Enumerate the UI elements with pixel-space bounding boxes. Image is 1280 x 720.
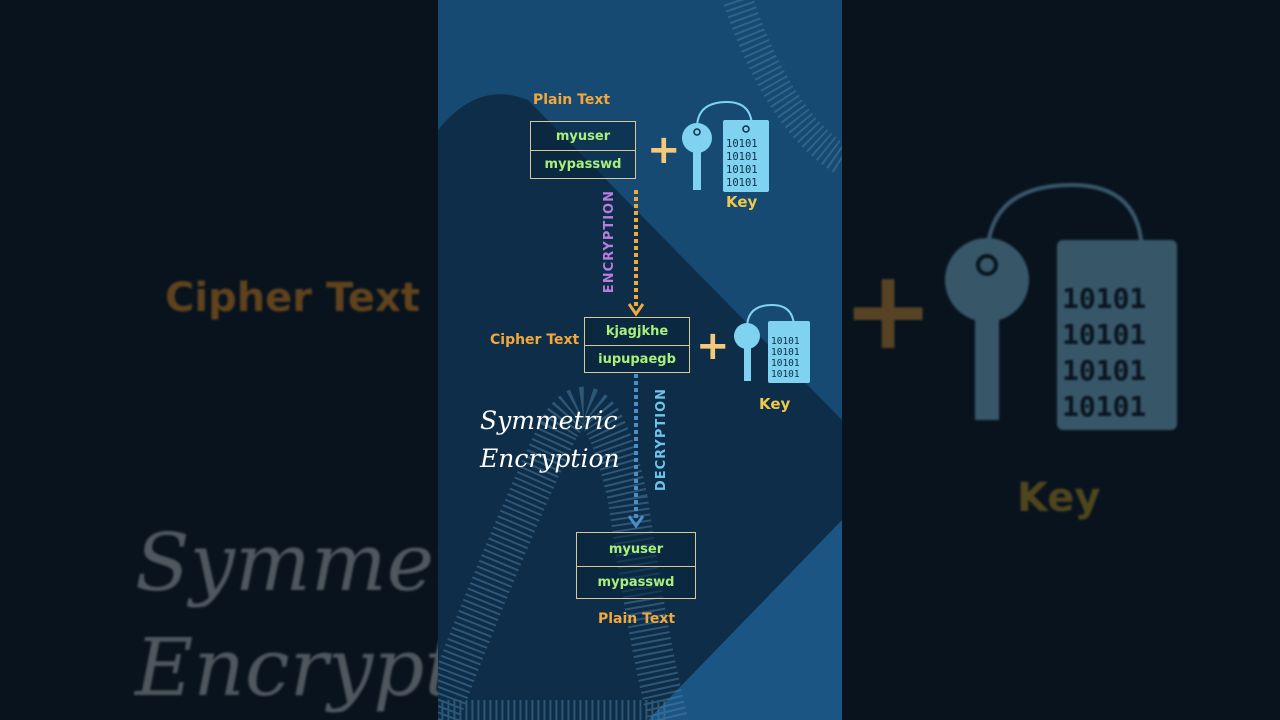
decrypted-password-cell: mypasswd xyxy=(577,565,695,599)
key-bits: 10101 xyxy=(726,138,758,150)
cipher-row-1: kjagjkhe xyxy=(605,324,669,339)
decryption-arrow xyxy=(628,374,644,529)
encryption-label: ENCRYPTION xyxy=(602,190,617,294)
title-line2: Encryption xyxy=(480,444,620,473)
key-label-bottom: Key xyxy=(759,395,791,413)
cipher-text-label: Cipher Text xyxy=(490,332,580,348)
svg-text:10101: 10101 xyxy=(771,369,800,380)
bottom-plain-text-box: myuser mypasswd xyxy=(576,532,696,599)
encryption-arrow xyxy=(628,190,644,317)
svg-text:10101: 10101 xyxy=(771,347,800,358)
svg-text:10101: 10101 xyxy=(726,151,758,163)
ghost-key-icon: 10101 10101 10101 10101 xyxy=(945,182,1177,430)
cipher-text-box: kjagjkhe iupupaegb xyxy=(584,317,690,373)
svg-text:10101: 10101 xyxy=(1062,390,1146,423)
plus-icon: + xyxy=(647,127,681,173)
username-cell: myuser xyxy=(555,128,611,144)
ghost-title-line2: Encryption xyxy=(135,621,438,714)
svg-text:10101: 10101 xyxy=(1062,318,1146,351)
key-icon-2: 10101 10101 10101 10101 xyxy=(734,303,810,383)
background-shapes xyxy=(438,0,842,720)
title-line1: Symmetric xyxy=(480,406,618,435)
svg-text:10101: 10101 xyxy=(1062,354,1146,387)
svg-text:10101: 10101 xyxy=(726,164,758,176)
decryption-label: DECRYPTION xyxy=(654,388,669,492)
bottom-plain-text-label: Plain Text xyxy=(598,611,676,627)
key-icon: 10101 10101 10101 10101 xyxy=(682,100,769,192)
blurred-background-right: + 10101 10101 10101 10101 Key xyxy=(842,0,1280,720)
top-plain-text-label: Plain Text xyxy=(533,92,611,108)
ghost-key-label: Key xyxy=(1017,475,1101,521)
ghost-plus-icon: + xyxy=(842,246,935,374)
svg-text:10101: 10101 xyxy=(726,177,758,189)
title: Symmetric Encryption xyxy=(480,402,620,478)
svg-text:10101: 10101 xyxy=(771,336,800,347)
key-label-top: Key xyxy=(726,193,758,211)
password-cell: mypasswd xyxy=(531,150,635,178)
svg-text:10101: 10101 xyxy=(771,358,800,369)
cipher-row-2: iupupaegb xyxy=(585,345,689,372)
ghost-title-line1: Symmetric xyxy=(135,516,438,609)
decrypted-username-cell: myuser xyxy=(608,541,664,557)
svg-text:10101: 10101 xyxy=(1062,282,1146,315)
ghost-cipher-label: Cipher Text xyxy=(165,275,420,321)
plus-icon-2: + xyxy=(696,323,730,369)
diagram-panel: Plain Text myuser mypasswd + 10101 10101… xyxy=(438,0,842,720)
top-plain-text-box: myuser mypasswd xyxy=(530,121,636,179)
